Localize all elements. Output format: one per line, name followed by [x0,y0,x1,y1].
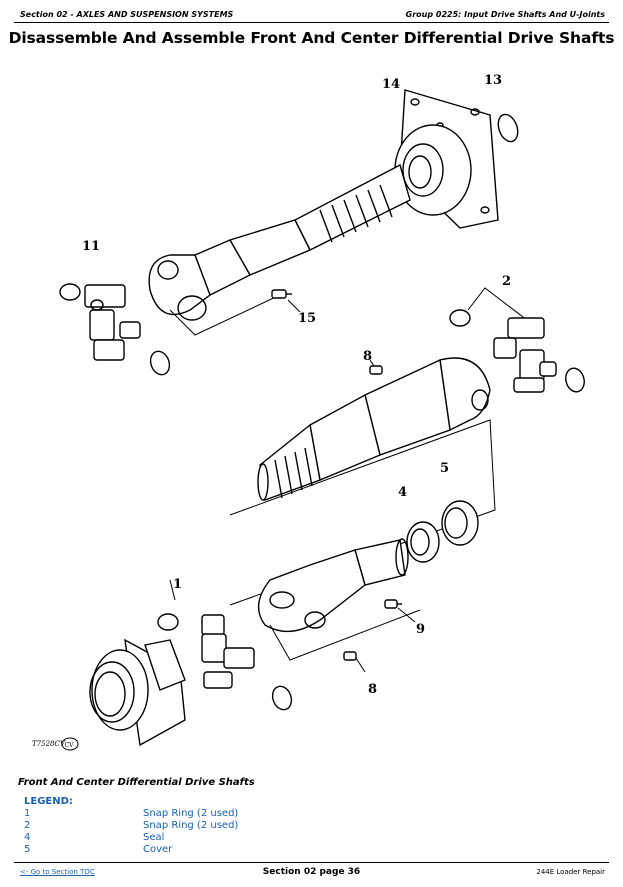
grease-fitting-15 [271,289,301,313]
upper-shaft [148,163,411,321]
page-footer: <- Go to Section TOC Section 02 page 36 … [14,862,609,881]
page-header: Section 02 - AXLES AND SUSPENSION SYSTEM… [14,0,609,23]
snap-ring-13 [497,113,519,143]
leader-line [467,287,541,331]
snap-ring-right [565,367,585,393]
legend-text: Cover [143,844,173,855]
legend-text: Seal [143,832,165,843]
lower-yoke-shaft [257,538,409,633]
snap-ring-1 [157,613,179,631]
legend-heading: LEGEND: [24,796,73,807]
snap-ring-11 [59,283,81,301]
group-label: Group 0225: Input Drive Shafts And U-Joi… [405,10,605,19]
legend-number: 5 [24,844,31,855]
figure-caption: Front And Center Differential Drive Shaf… [18,777,255,788]
callout-8-upper: 8 [363,349,372,364]
section-label: Section 02 - AXLES AND SUSPENSION SYSTEM… [20,10,234,19]
page-title: Disassemble And Assemble Front And Cente… [8,29,615,47]
legend-row: 4 Seal [24,832,424,844]
cover-5 [441,500,479,546]
u-joint-lower [201,614,255,689]
flange-part [394,89,499,229]
callout-11: 11 [82,239,100,254]
snap-ring-2 [449,309,471,327]
u-joint-upper-right [493,317,557,393]
callout-13: 13 [484,73,502,88]
snap-ring-lower [149,350,171,376]
seal-4 [406,521,440,563]
legend-number: 4 [24,832,31,843]
page-number: Section 02 page 36 [262,867,361,877]
leader-line [169,579,176,601]
callout-9: 9 [416,622,425,637]
figure-code-badge [61,737,79,751]
figure-code: T7528CV [32,740,66,748]
callout-14: 14 [382,77,400,92]
u-joint-upper-left [84,284,141,361]
legend-number: 2 [24,820,31,831]
legend-row: 1 Snap Ring (2 used) [24,808,424,820]
leader-line [269,609,421,661]
callout-5: 5 [440,461,449,476]
figure-code-tag: CV [65,742,75,749]
legend-row: 5 Cover [24,844,424,856]
callout-4: 4 [398,485,407,500]
document-title: 244E Loader Repair [536,868,605,876]
callout-1: 1 [173,577,182,592]
grease-fitting-8-lower [343,651,366,673]
middle-shaft [257,357,491,501]
callout-2: 2 [502,274,511,289]
grease-fitting-9 [384,599,416,623]
callout-15: 15 [298,311,316,326]
exploded-view-diagram: 14 13 11 15 2 8 5 4 1 9 8 T7528CV CV [32,73,585,751]
leader-line [169,294,281,336]
snap-ring-lower-right [271,685,293,711]
section-toc-link[interactable]: <- Go to Section TOC [20,868,95,876]
legend-row: 2 Snap Ring (2 used) [24,820,424,832]
legend-text: Snap Ring (2 used) [143,820,239,831]
callout-8-lower: 8 [368,682,377,697]
splined-hub [89,638,186,747]
legend-text: Snap Ring (2 used) [143,808,239,819]
legend-number: 1 [24,808,31,819]
grease-fitting-8-upper [369,359,383,375]
